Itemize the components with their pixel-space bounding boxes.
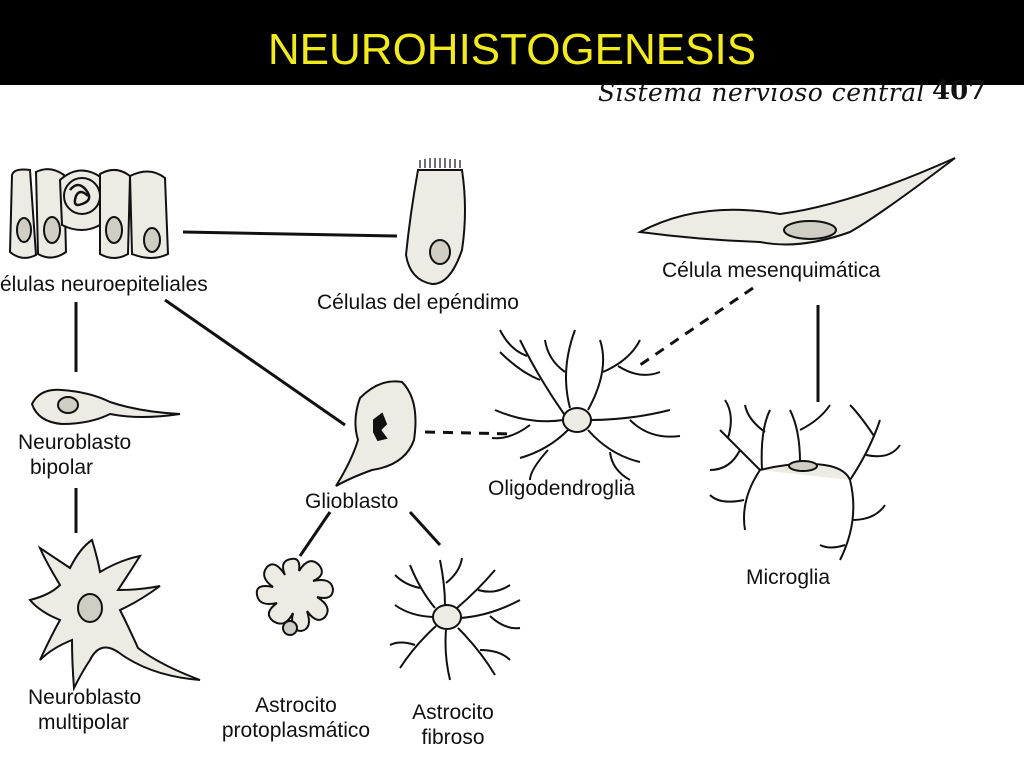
line-glioblast-fibrous (408, 510, 442, 547)
label-neuroepithelial-cells: élulas neuroepiteliales (0, 273, 208, 296)
label-multipolar-neuroblast-line2: multipolar (38, 711, 130, 734)
multipolar-neuroblast-drawing (28, 538, 201, 692)
dashed-line-mesenchymal-oligodendroglia (639, 286, 754, 367)
line-neuroepithelial-glioblast (164, 298, 346, 427)
label-fibrous-astrocyte-line2: fibroso (421, 726, 485, 749)
protoplasmic-astrocyte-drawing (255, 557, 335, 636)
label-multipolar-neuroblast-line1: Neuroblasto (28, 686, 142, 709)
slide-title: NEUROHISTOGENESIS (267, 25, 757, 74)
fibrous-astrocyte-drawing (389, 557, 521, 681)
book-section-header: Sistema nervioso central (598, 78, 925, 107)
label-fibrous-astrocyte: Astrocito fibroso (400, 700, 506, 750)
label-mesenchymal-cell: Célula mesenquimática (662, 259, 881, 282)
bipolar-neuroblast-drawing (30, 388, 181, 426)
label-fibrous-astrocyte-line1: Astrocito (412, 701, 494, 724)
ependymal-cell-drawing (404, 158, 466, 286)
label-multipolar-neuroblast: Neuroblasto multipolar (28, 685, 154, 735)
label-microglia: Microglia (746, 566, 831, 589)
line-glioblast-protoplasmic (298, 511, 332, 557)
label-protoplasmic-astrocyte-line1: Astrocito (255, 694, 337, 717)
label-ependymal-cells: Células del epéndimo (317, 291, 519, 314)
mesenchymal-cell-drawing (636, 157, 956, 246)
label-protoplasmic-astrocyte-line2: protoplasmático (221, 719, 371, 742)
microglia-drawing (709, 399, 901, 561)
dashed-line-glioblast-oligodendroglia (424, 430, 516, 436)
label-glioblast: Glioblasto (305, 490, 399, 513)
neuroepithelial-cells-drawing (8, 168, 170, 259)
glioblast-drawing (335, 380, 417, 487)
label-bipolar-neuroblast: Neuroblasto bipolar (18, 430, 140, 480)
title-bar (0, 0, 1024, 85)
label-bipolar-neuroblast-line1: Neuroblasto (18, 431, 132, 454)
page-number: 407 (932, 76, 987, 106)
line-neuroepithelial-ependymal (182, 230, 398, 238)
oligodendroglia-drawing (491, 329, 681, 481)
label-bipolar-neuroblast-line2: bipolar (30, 456, 94, 479)
label-protoplasmic-astrocyte: Astrocito protoplasmático (208, 693, 384, 743)
label-oligodendroglia: Oligodendroglia (488, 477, 636, 500)
